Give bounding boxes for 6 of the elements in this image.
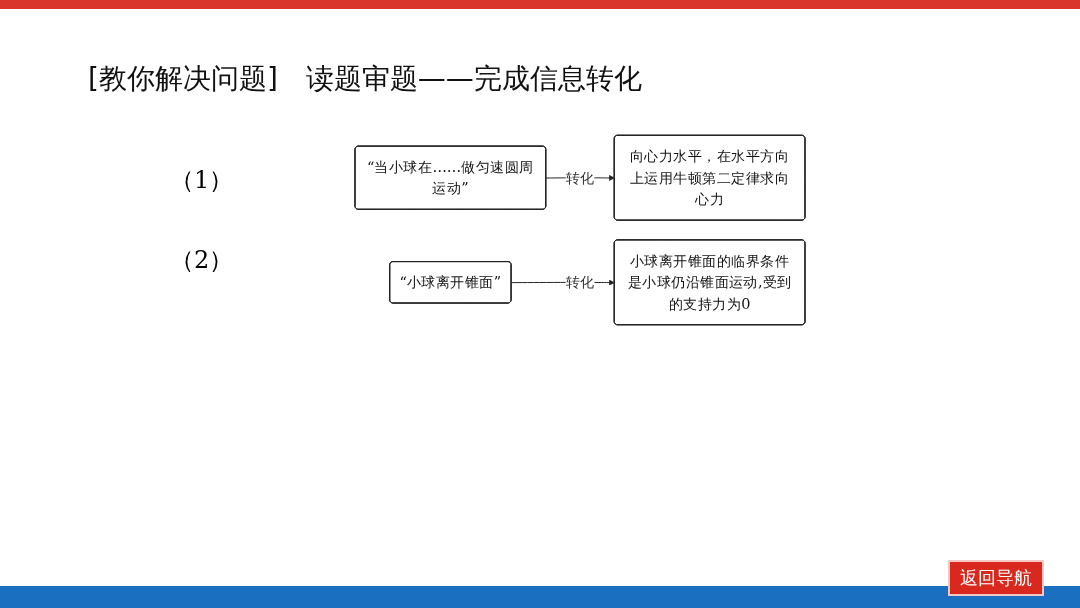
row-number: （2）: [170, 245, 230, 276]
edge-label: 转化: [565, 274, 595, 291]
back-button: 返回导航: [948, 560, 1044, 596]
row-number: （1）: [170, 165, 230, 196]
edge-label: 转化: [565, 169, 595, 186]
title: [教你解决问题] 读题审题——完成信息转化: [88, 61, 642, 97]
